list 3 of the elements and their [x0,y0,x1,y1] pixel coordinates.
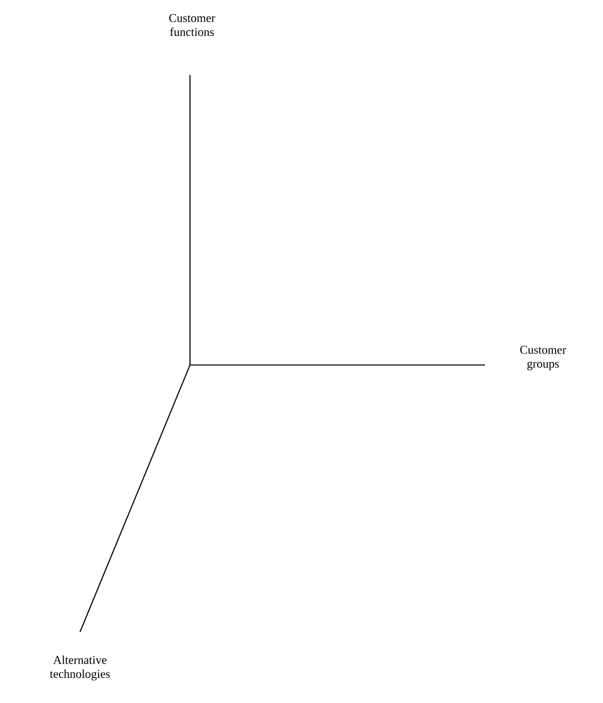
axis-label: Customer groups [520,346,566,370]
axis-label: Alternative technologies [50,656,110,680]
axis-label: Customer functions [169,14,216,36]
